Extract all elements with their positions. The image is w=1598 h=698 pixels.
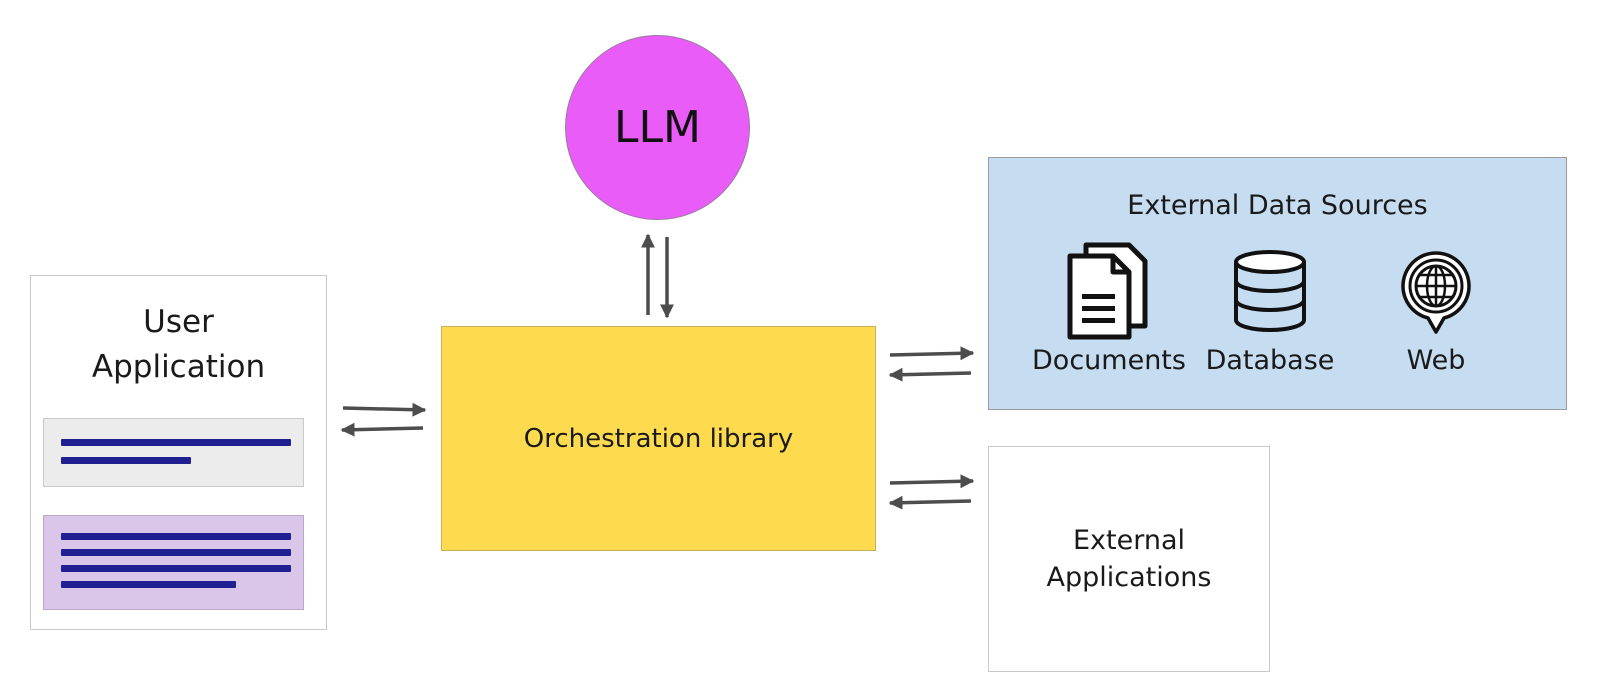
web-label: Web: [1406, 345, 1466, 376]
orchestration-library: Orchestration library: [441, 326, 876, 551]
user-application-panel: User Application: [30, 275, 327, 630]
user-application-title-line2: Application: [91, 349, 266, 385]
orchestration-label: Orchestration library: [523, 423, 794, 454]
documents-label: Documents: [1032, 345, 1186, 376]
text-line: [61, 533, 291, 540]
user-message-box: [43, 418, 304, 487]
external-applications-label: External Applications: [1047, 522, 1212, 596]
text-line: [61, 439, 291, 446]
arrow-orchestration-to-user: [340, 422, 424, 437]
external-applications-line2: Applications: [1046, 562, 1212, 593]
user-application-title: User Application: [31, 300, 326, 390]
llm-label: LLM: [614, 102, 701, 153]
response-box: [43, 515, 304, 610]
external-data-sources-panel: External Data Sources Documents Database…: [988, 157, 1567, 410]
documents-icon: [1067, 242, 1148, 340]
llm-node: LLM: [565, 35, 750, 220]
external-applications-line1: External: [1072, 525, 1186, 556]
database-icon: [1234, 250, 1306, 332]
arrow-orchestration-to-external-apps: [889, 474, 975, 489]
text-line: [61, 581, 236, 588]
arrow-user-to-orchestration: [342, 402, 427, 417]
user-application-title-line1: User: [143, 304, 214, 340]
text-line: [61, 565, 291, 572]
database-label: Database: [1205, 345, 1335, 376]
arrow-data-sources-to-orchestration: [888, 367, 972, 382]
web-icon: [1401, 251, 1471, 334]
external-applications-panel: External Applications: [988, 446, 1270, 672]
arrow-external-apps-to-orchestration: [888, 495, 972, 510]
arrow-orchestration-to-data-sources: [889, 346, 975, 361]
text-line: [61, 549, 291, 556]
external-data-sources-title: External Data Sources: [1127, 190, 1428, 221]
text-line: [61, 457, 191, 464]
